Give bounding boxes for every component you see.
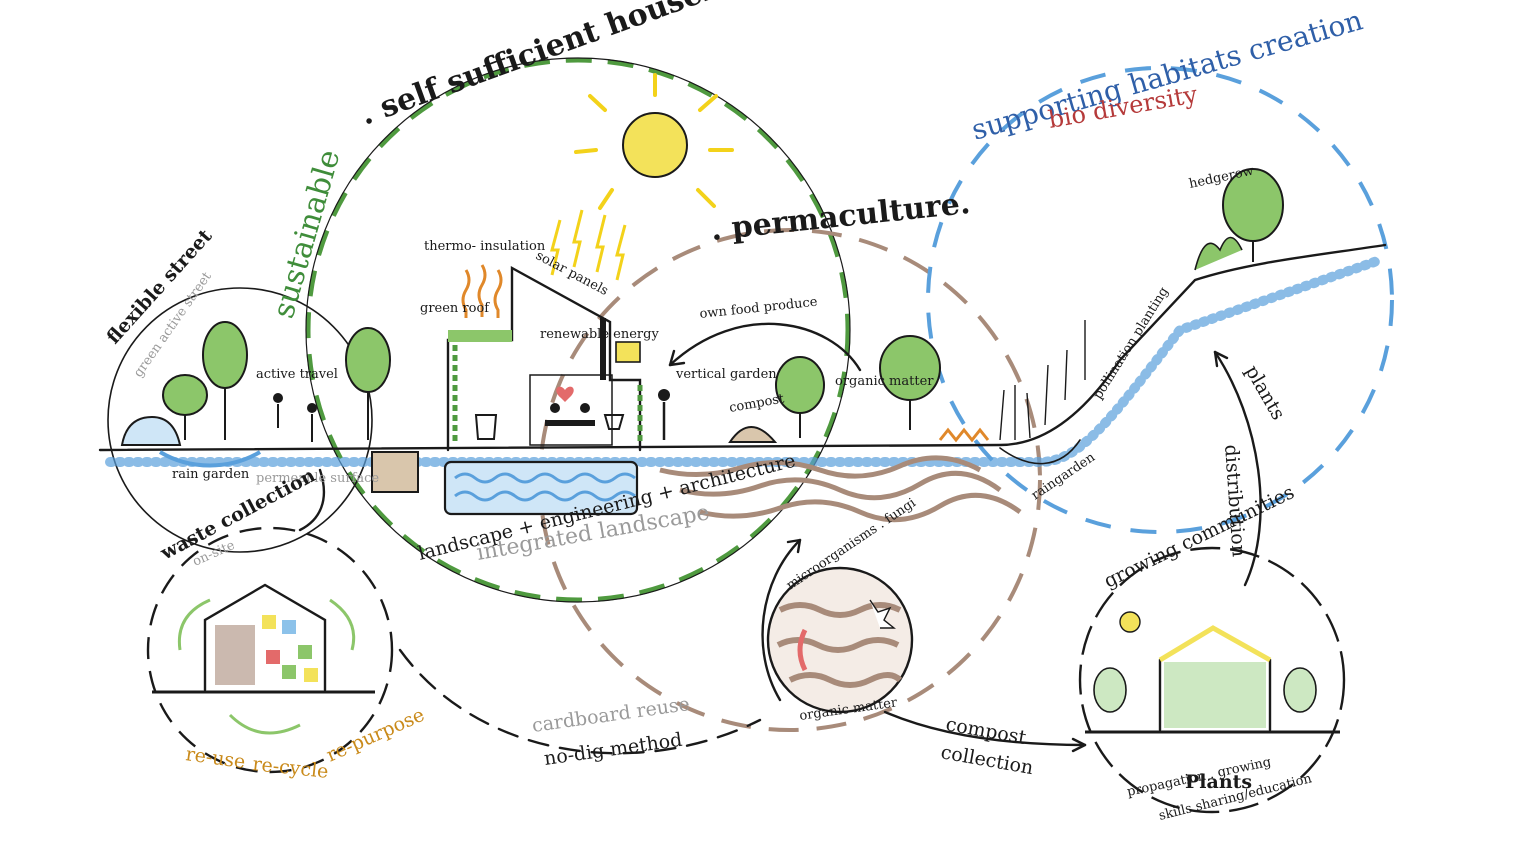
plants-label: plants — [1241, 362, 1290, 424]
distribution-label: distribution — [1220, 444, 1250, 558]
waste-circle — [146, 526, 394, 774]
sustainable-title: sustainable — [266, 146, 347, 322]
repurpose-label: re-purpose — [323, 704, 428, 767]
compost-label: compost — [728, 391, 786, 416]
growing-label: growing communities — [1101, 481, 1298, 592]
active-travel-label: active travel — [256, 367, 338, 382]
vertical-garden-label: vertical garden — [675, 367, 777, 382]
house — [371, 264, 643, 516]
solar-panels-label: solar panels — [533, 248, 610, 299]
street-circle — [107, 287, 373, 553]
supporting-title: supporting habitats creation — [968, 3, 1366, 146]
flow-arrows — [298, 322, 1262, 753]
compost-heap — [728, 426, 778, 443]
thermo-label: thermo- insulation — [424, 239, 546, 254]
green-roof-label: green roof — [420, 301, 490, 316]
ground — [98, 243, 1387, 523]
permeable-label: permeable surface — [256, 471, 379, 486]
soil-zoom-contents — [776, 599, 903, 688]
household-circle-outline — [305, 57, 851, 603]
street-trees — [120, 168, 1284, 446]
household-circle — [305, 57, 851, 603]
self-sufficient-title: . self sufficient household. — [356, 0, 787, 133]
organic-matter-label: organic matter — [835, 374, 934, 389]
sun-icon — [550, 73, 734, 281]
community-plants-label: Plants — [1185, 771, 1252, 793]
biodiversity-circle — [926, 66, 1394, 534]
permaculture-title: . permaculture. — [709, 186, 972, 248]
loop-arc — [398, 648, 762, 755]
no-dig-label: no-dig method — [543, 729, 684, 770]
reuse-label: re-use — [184, 743, 246, 773]
rain-garden-label: rain garden — [172, 467, 250, 482]
own-food-label: own food produce — [699, 295, 819, 322]
renewable-energy-label: renewable energy — [540, 327, 659, 342]
waste-house — [152, 583, 375, 735]
greenhouse — [1085, 611, 1340, 734]
community-circle — [1078, 546, 1346, 814]
slope-planting — [938, 236, 1243, 443]
recycle-label: re-cycle — [251, 753, 329, 783]
